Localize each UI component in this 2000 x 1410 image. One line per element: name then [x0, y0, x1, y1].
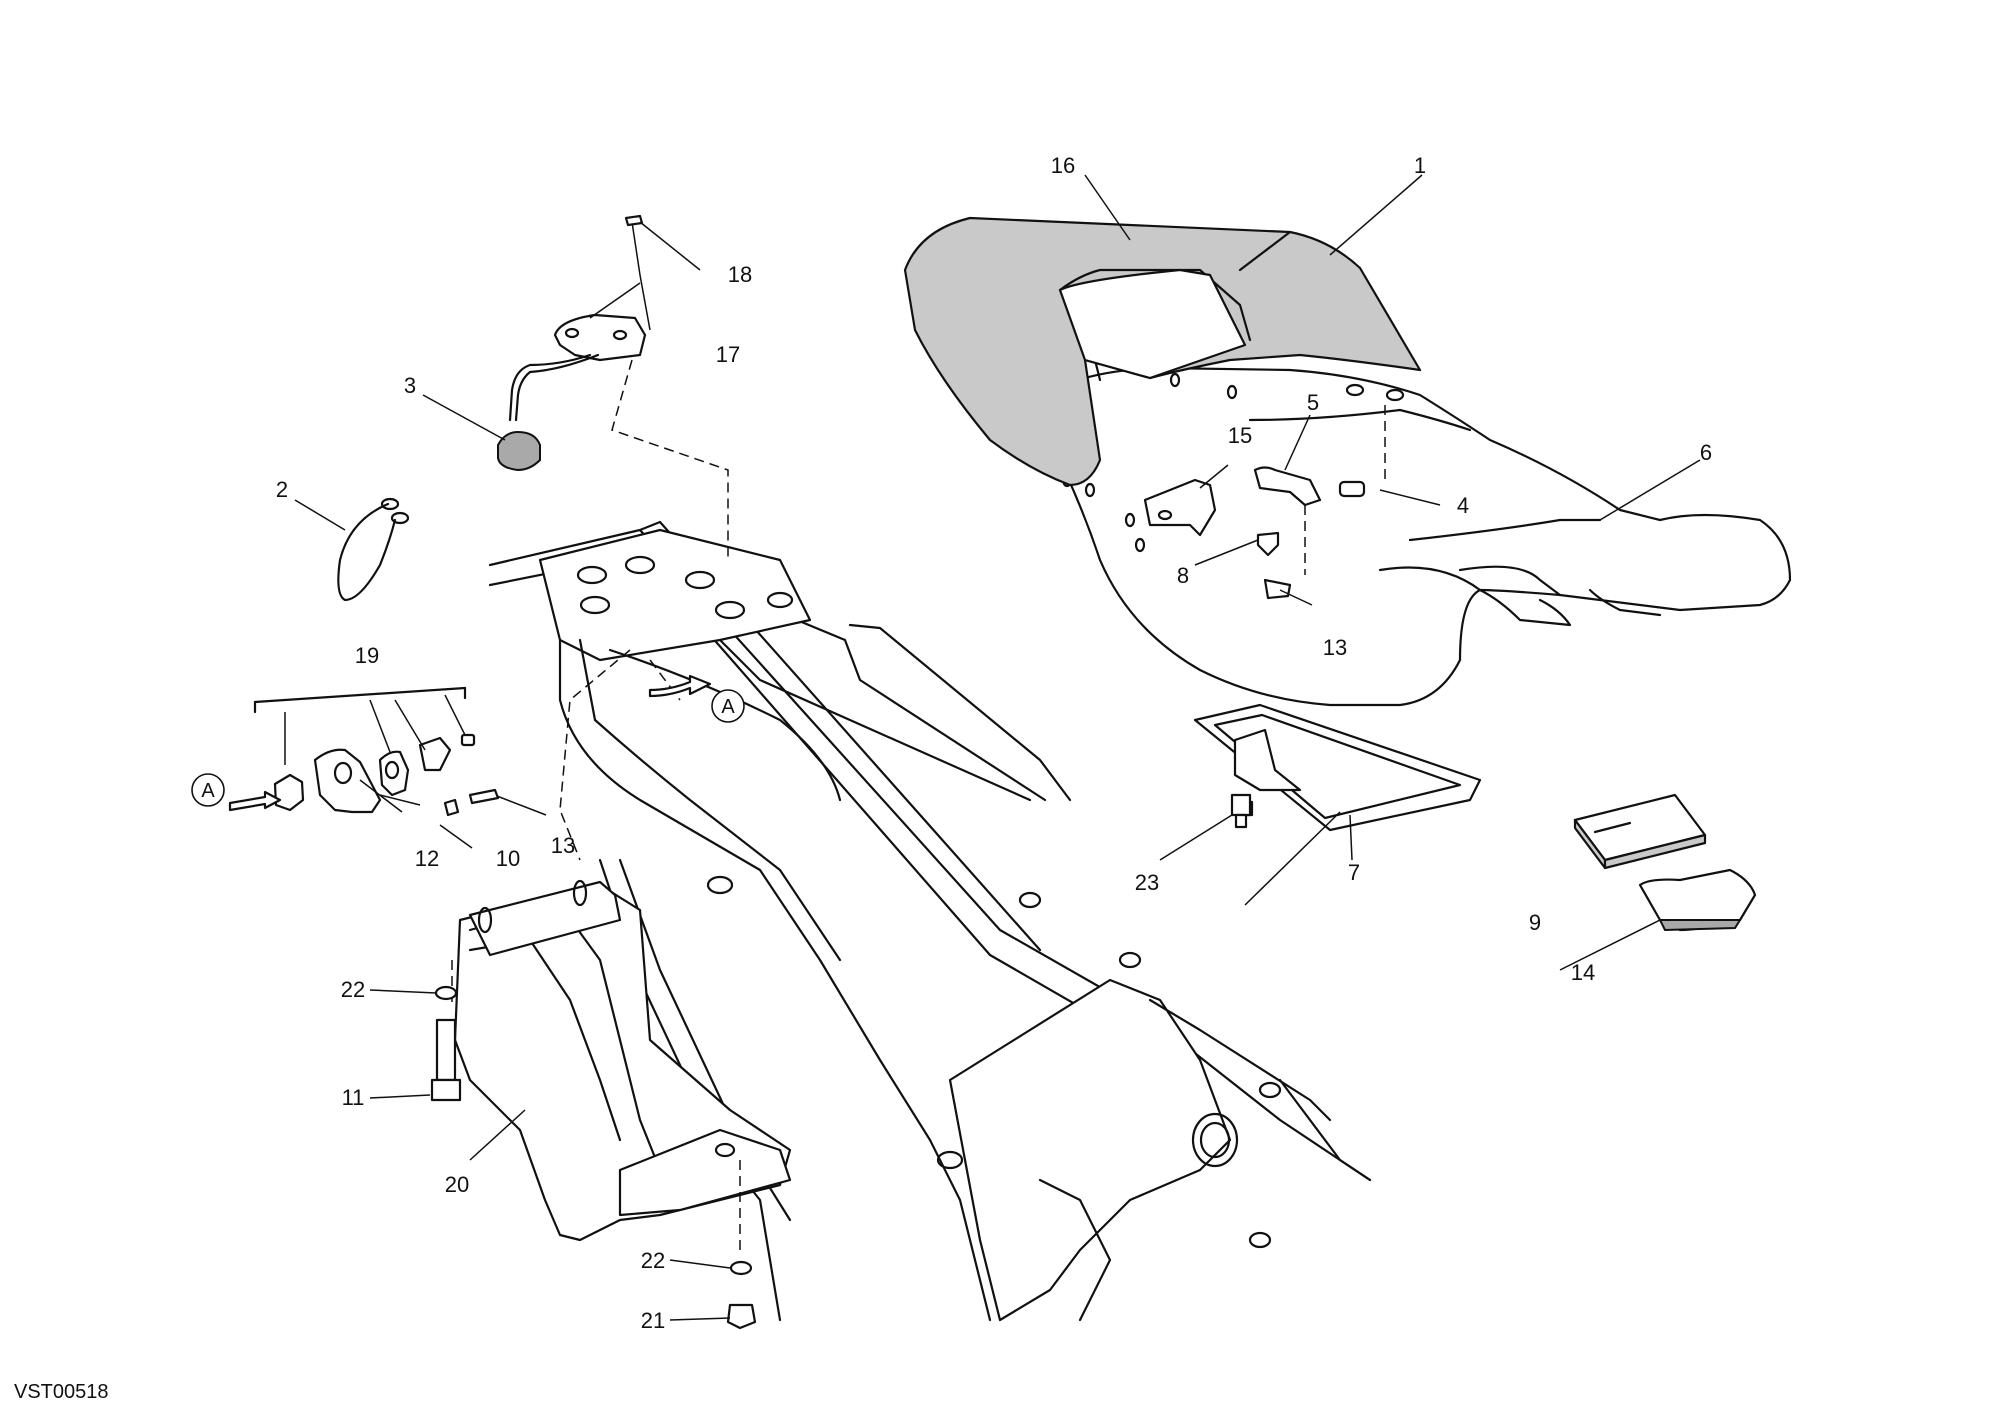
callout-8: 8 — [1177, 563, 1189, 588]
seat-assembly — [1033, 366, 1792, 707]
callout-23: 23 — [1135, 870, 1159, 895]
fastener-23 — [1230, 793, 1252, 829]
section-marker-left-label: A — [201, 780, 215, 802]
section-marker-left — [191, 773, 225, 807]
callout-labels: 1 2 3 4 5 6 7 8 9 10 11 12 13 13 14 15 1… — [276, 153, 1712, 1333]
callout-leaders — [294, 174, 1701, 1321]
section-markers: A A — [191, 674, 745, 807]
callout-3: 3 — [404, 373, 416, 398]
callout-7: 7 — [1348, 860, 1360, 885]
callout-9: 9 — [1529, 910, 1541, 935]
callout-11: 11 — [342, 1085, 365, 1110]
callout-15: 15 — [1228, 423, 1252, 448]
callout-20: 20 — [445, 1172, 469, 1197]
seat-brackets — [1143, 383, 1405, 600]
section-marker-right — [711, 689, 745, 723]
helmet-cable — [337, 497, 410, 602]
callout-12: 12 — [415, 846, 439, 871]
section-marker-right-label: A — [721, 696, 735, 718]
callout-16: 16 — [1051, 153, 1075, 178]
callout-6: 6 — [1700, 440, 1712, 465]
fasteners-lower — [430, 985, 757, 1330]
callout-5: 5 — [1307, 390, 1319, 415]
callout-1: 1 — [1414, 153, 1426, 178]
rear-subframe — [488, 520, 1372, 1322]
callout-14: 14 — [1571, 960, 1595, 985]
callout-10: 10 — [496, 846, 520, 871]
callout-18: 18 — [728, 262, 752, 287]
callout-22-upper: 22 — [341, 977, 365, 1002]
callout-22-lower: 22 — [641, 1248, 665, 1273]
rear-undertray — [451, 879, 792, 1250]
callout-13-seat: 13 — [1323, 635, 1347, 660]
callout-19: 19 — [355, 643, 379, 668]
callout-4: 4 — [1457, 493, 1469, 518]
documents-and-pad — [1573, 793, 1757, 932]
callout-2: 2 — [276, 477, 288, 502]
drawing-reference-code: VST00518 — [14, 1381, 109, 1403]
callout-13-lock: 13 — [551, 833, 575, 858]
seat-cowl — [903, 216, 1422, 487]
seat-lock-cable — [497, 214, 729, 560]
callout-17: 17 — [716, 342, 740, 367]
callout-21: 21 — [641, 1308, 665, 1333]
key-lock-assembly — [228, 686, 500, 817]
